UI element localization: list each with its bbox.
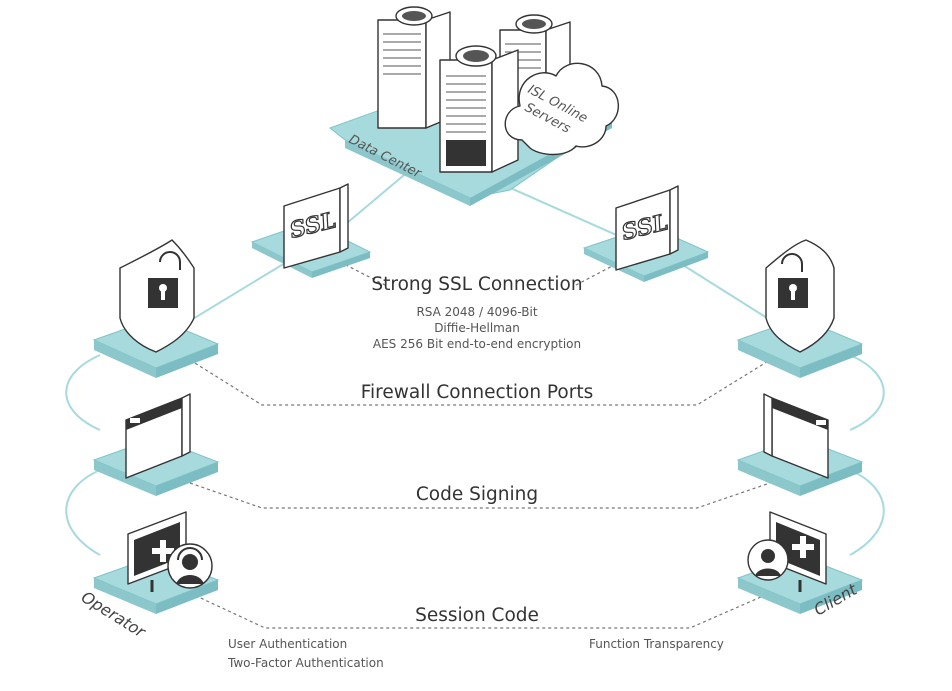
operator-note-1: User Authentication xyxy=(228,637,347,651)
server-icon xyxy=(439,45,519,173)
ssl-certificate-icon: SSL xyxy=(283,183,349,269)
ssl-node-right: SSL xyxy=(582,185,710,282)
firewall-window-icon xyxy=(763,393,829,479)
ssl-certificate-icon: SSL xyxy=(615,185,679,271)
client-note-1: Function Transparency xyxy=(589,637,724,651)
ssl-layer-title: Strong SSL Connection xyxy=(371,274,582,295)
operator-node: Operator xyxy=(78,511,220,642)
ssl-detail-3: AES 256 Bit end-to-end encryption xyxy=(373,337,581,351)
firewall-layer-title: Firewall Connection Ports xyxy=(361,382,594,403)
data-center: ISL Online Servers Data Center xyxy=(328,6,620,206)
shield-lock-icon xyxy=(765,239,835,353)
ssl-detail-1: RSA 2048 / 4096-Bit xyxy=(416,305,537,319)
shield-node-left xyxy=(92,239,220,378)
user-icon xyxy=(747,539,789,581)
firewall-window-icon xyxy=(125,393,191,479)
firewall-node-left xyxy=(92,393,220,496)
shield-node-right xyxy=(736,239,864,378)
layer-dashed-lines xyxy=(189,261,771,629)
firewall-node-right xyxy=(736,393,864,496)
headset-user-icon xyxy=(167,543,213,589)
client-node: Client xyxy=(736,511,864,619)
operator-note-2: Two-Factor Authentication xyxy=(227,656,384,670)
ssl-detail-2: Diffie-Hellman xyxy=(434,321,520,335)
shield-lock-icon xyxy=(119,239,195,353)
layer-labels: Strong SSL Connection RSA 2048 / 4096-Bi… xyxy=(227,274,724,670)
session-layer-title: Session Code xyxy=(415,605,539,626)
cloud-icon: ISL Online Servers xyxy=(504,62,620,156)
ssl-node-left: SSL xyxy=(250,183,372,278)
server-icon xyxy=(377,6,451,129)
code-signing-layer-title: Code Signing xyxy=(416,484,538,505)
